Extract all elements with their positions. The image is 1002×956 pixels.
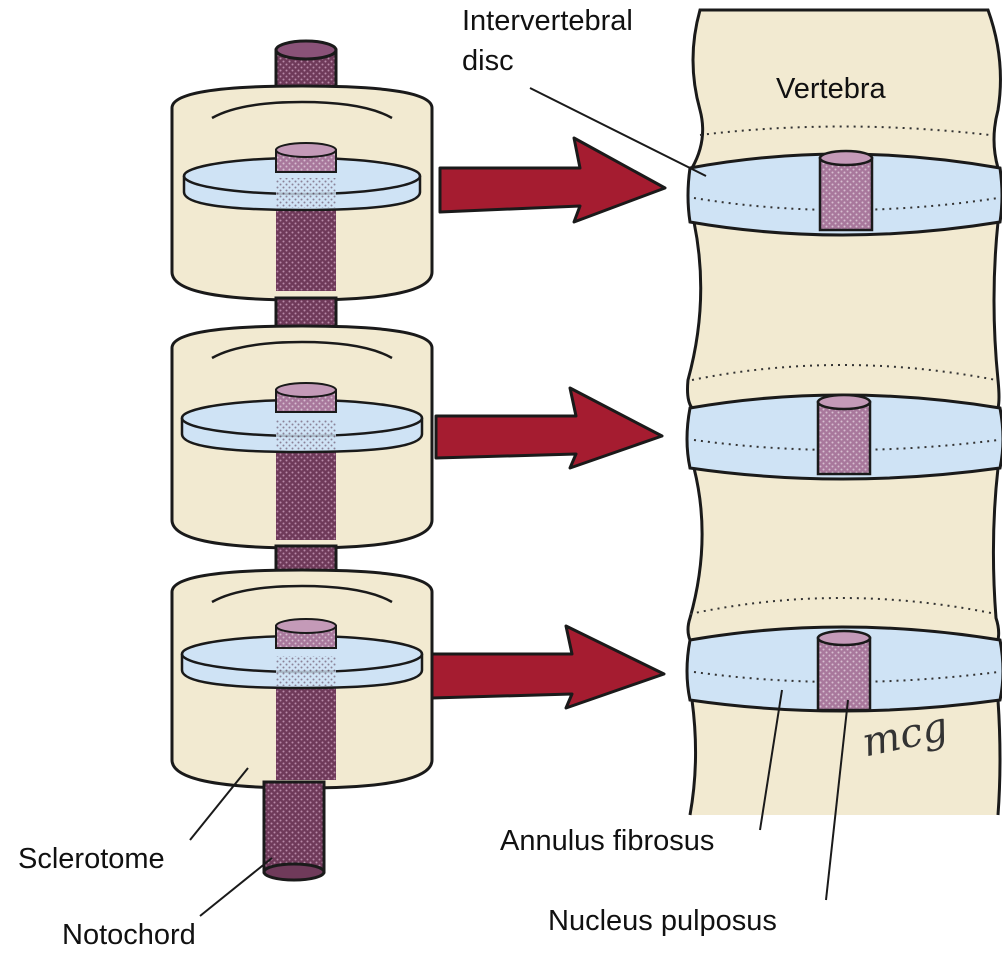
sclerotome-segment-3 [172,570,432,788]
label-notochord: Notochord [62,918,196,952]
label-intervertebral-disc-line1: Intervertebral [462,4,633,38]
label-nucleus-pulposus: Nucleus pulposus [548,904,777,938]
vertebra-body-2 [688,222,1000,408]
nucleus-pulposus-1 [820,151,872,230]
sclerotome-segment-1 [172,86,432,300]
notochord-bottom [264,782,324,880]
nucleus-pulposus-3 [818,631,870,710]
sclerotome-segment-2 [172,326,432,548]
label-intervertebral-disc-line2: disc [462,44,514,78]
nucleus-pulposus-2 [818,395,870,474]
vertebra-body-3 [688,468,999,640]
leader-notochord [200,858,272,916]
vertebra-body-4 [690,700,1000,815]
vertebral-column [687,10,1002,815]
arrow-2 [436,388,662,468]
label-annulus-fibrosus: Annulus fibrosus [500,824,714,858]
label-sclerotome: Sclerotome [18,842,165,876]
label-vertebra: Vertebra [776,72,886,106]
arrow-1 [440,138,665,222]
arrow-3 [432,626,664,708]
